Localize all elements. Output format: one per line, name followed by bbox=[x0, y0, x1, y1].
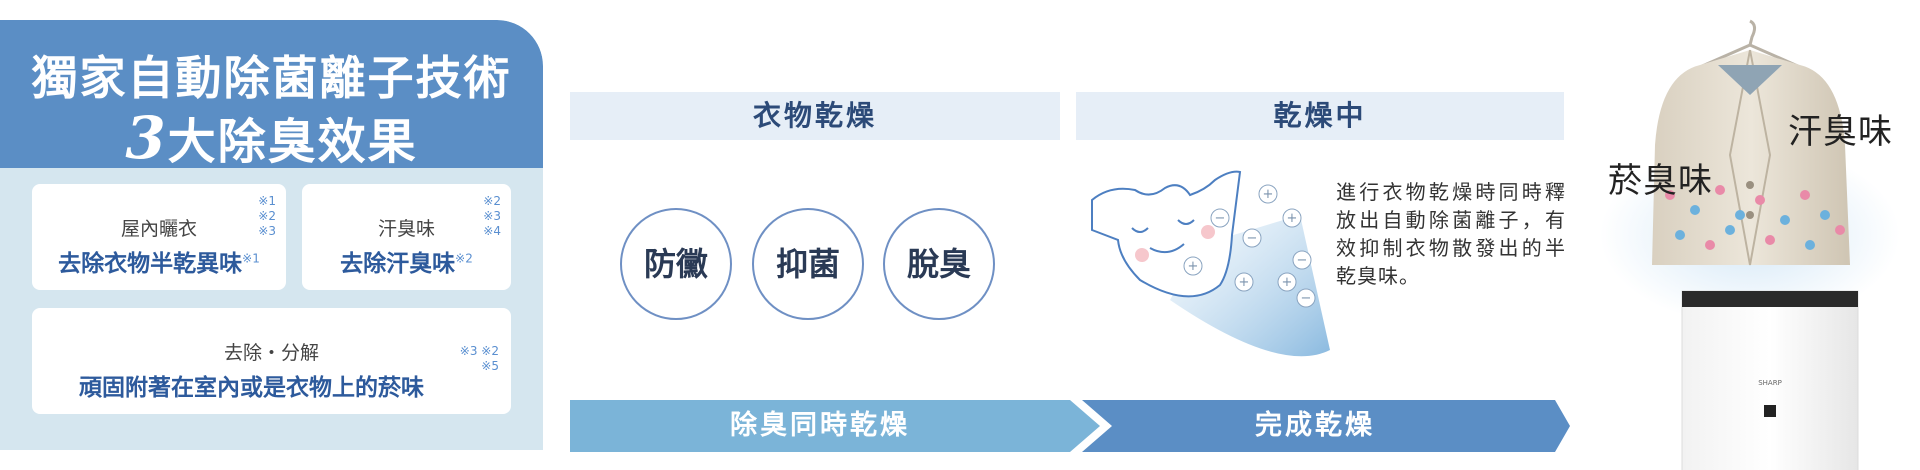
ion-plus: + bbox=[1239, 275, 1250, 290]
ion-plus: + bbox=[1263, 187, 1274, 202]
jacket-shape bbox=[1652, 50, 1850, 265]
footnote: ※1 bbox=[258, 194, 276, 208]
footnote: ※3 bbox=[258, 224, 276, 238]
step-drying-complete: 完成乾燥 bbox=[1255, 410, 1375, 441]
effect-card-label: 去除・分解 bbox=[223, 342, 319, 364]
effect-card-main: 去除衣物半乾異味※1 bbox=[32, 244, 286, 278]
drying-description: 進行衣物乾燥時同時釋放出自動除菌離子，有效抑制衣物散發出的半乾臭味。 bbox=[1336, 180, 1566, 288]
feature-title-line1: 獨家自動除菌離子技術 bbox=[31, 51, 512, 105]
footnote: ※1 bbox=[242, 251, 260, 266]
effect-card-smoke: 去除・分解 ※3 ※2 ※5 頑固附著在室內或是衣物上的菸味 bbox=[32, 308, 511, 414]
label-sweat-odor: 汗臭味 bbox=[1788, 112, 1893, 152]
footnote-marks: ※3 ※2 ※5 bbox=[460, 344, 499, 374]
ion-minus: − bbox=[1247, 231, 1258, 246]
footnote: ※2 bbox=[483, 194, 501, 208]
ion-minus: − bbox=[1215, 211, 1226, 226]
footnote: ※2 bbox=[258, 209, 276, 223]
effect-card-main: 去除汗臭味※2 bbox=[302, 244, 511, 278]
footnote-marks: ※2 ※3 ※4 bbox=[483, 194, 501, 239]
footnote: ※2 bbox=[455, 251, 473, 266]
effect-card-sweat: 汗臭味 ※2 ※3 ※4 去除汗臭味※2 bbox=[302, 184, 511, 290]
footnote-marks: ※1 ※2 ※3 bbox=[258, 194, 276, 239]
feature-header: 獨家自動除菌離子技術 3大除臭效果 bbox=[0, 20, 543, 172]
ion-minus: − bbox=[1297, 253, 1308, 268]
feature-title-number: 3 bbox=[125, 104, 168, 172]
effect-card-main-text: 去除衣物半乾異味 bbox=[58, 251, 243, 277]
benefit-circle-deodorize: 脫臭 bbox=[883, 208, 995, 320]
section-head-drying: 衣物乾燥 bbox=[570, 92, 1060, 140]
dehumidifier-unit bbox=[1681, 290, 1859, 470]
feature-title-text: 大除臭效果 bbox=[167, 114, 418, 170]
benefit-circle-antibacterial: 抑菌 bbox=[752, 208, 864, 320]
step-deodorize-drying: 除臭同時乾燥 bbox=[730, 410, 910, 441]
effect-card-label: 屋內曬衣 bbox=[120, 218, 197, 240]
ion-plus: + bbox=[1188, 259, 1199, 274]
effect-card-label: 汗臭味 bbox=[377, 218, 435, 240]
footnote: ※4 bbox=[483, 224, 501, 238]
process-arrows bbox=[570, 400, 1570, 452]
shirt-shape bbox=[1091, 170, 1242, 298]
brand-logo: SHARP bbox=[1758, 379, 1782, 387]
ion-plus: + bbox=[1287, 211, 1298, 226]
effect-card-laundry: 屋內曬衣 ※1 ※2 ※3 去除衣物半乾異味※1 bbox=[32, 184, 286, 290]
effect-card-main: 頑固附著在室內或是衣物上的菸味 bbox=[79, 375, 424, 401]
feature-panel: 獨家自動除菌離子技術 3大除臭效果 屋內曬衣 ※1 ※2 ※3 去除衣物半乾異味… bbox=[0, 20, 543, 450]
product-illustration: SHARP bbox=[1600, 19, 1900, 470]
ion-minus: − bbox=[1301, 291, 1312, 306]
ion-plus: + bbox=[1282, 275, 1293, 290]
shirt-illustration: + − + − − + + + − bbox=[1091, 170, 1330, 357]
footnote: ※3 bbox=[483, 209, 501, 223]
effect-card-main-text: 去除汗臭味 bbox=[340, 251, 456, 277]
ion-marks: + − + − − + + + − bbox=[1183, 184, 1316, 308]
benefit-circle-antimold: 防黴 bbox=[620, 208, 732, 320]
section-head-in-progress: 乾燥中 bbox=[1076, 92, 1564, 140]
footnote: ※3 ※2 bbox=[459, 344, 499, 358]
footnote: ※5 bbox=[481, 359, 499, 373]
feature-title-line2: 3大除臭效果 bbox=[0, 102, 543, 172]
label-smoke-odor: 菸臭味 bbox=[1608, 161, 1713, 201]
